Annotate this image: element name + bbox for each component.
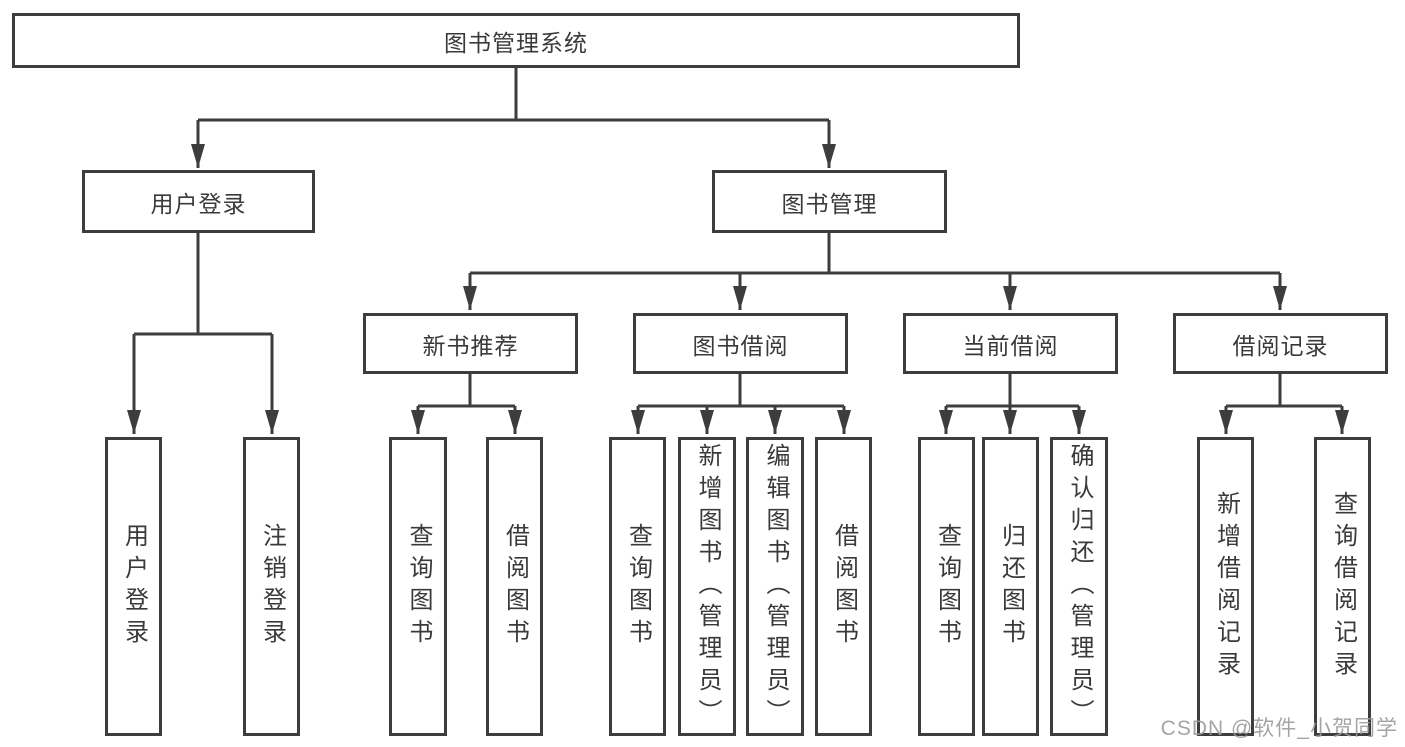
leaf-edit-books-admin: 编辑图书（管理员） (746, 437, 804, 736)
node-library-system: 图书管理系统 (12, 13, 1020, 68)
leaf-query-books-recommend: 查询图书 (389, 437, 447, 736)
leaf-confirm-return-admin: 确认归还（管理员） (1050, 437, 1108, 736)
leaf-query-borrow-record: 查询借阅记录 (1314, 437, 1371, 736)
leaf-add-borrow-record: 新增借阅记录 (1197, 437, 1254, 736)
csdn-watermark: CSDN @软件_小贺同学 (1160, 717, 1398, 740)
node-user-login: 用户登录 (82, 170, 315, 233)
leaf-borrow-books: 借阅图书 (815, 437, 872, 736)
leaf-add-books-admin: 新增图书（管理员） (678, 437, 736, 736)
leaf-user-login: 用户登录 (105, 437, 162, 736)
node-book-borrowing: 图书借阅 (633, 313, 848, 374)
node-new-book-recommendation: 新书推荐 (363, 313, 578, 374)
node-current-borrowing: 当前借阅 (903, 313, 1118, 374)
node-borrowing-records: 借阅记录 (1173, 313, 1388, 374)
leaf-query-books-borrowing: 查询图书 (609, 437, 666, 736)
leaf-return-books: 归还图书 (982, 437, 1039, 736)
leaf-query-books-current: 查询图书 (918, 437, 975, 736)
node-book-management: 图书管理 (712, 170, 947, 233)
leaf-borrow-books-recommend: 借阅图书 (486, 437, 543, 736)
leaf-logout: 注销登录 (243, 437, 300, 736)
